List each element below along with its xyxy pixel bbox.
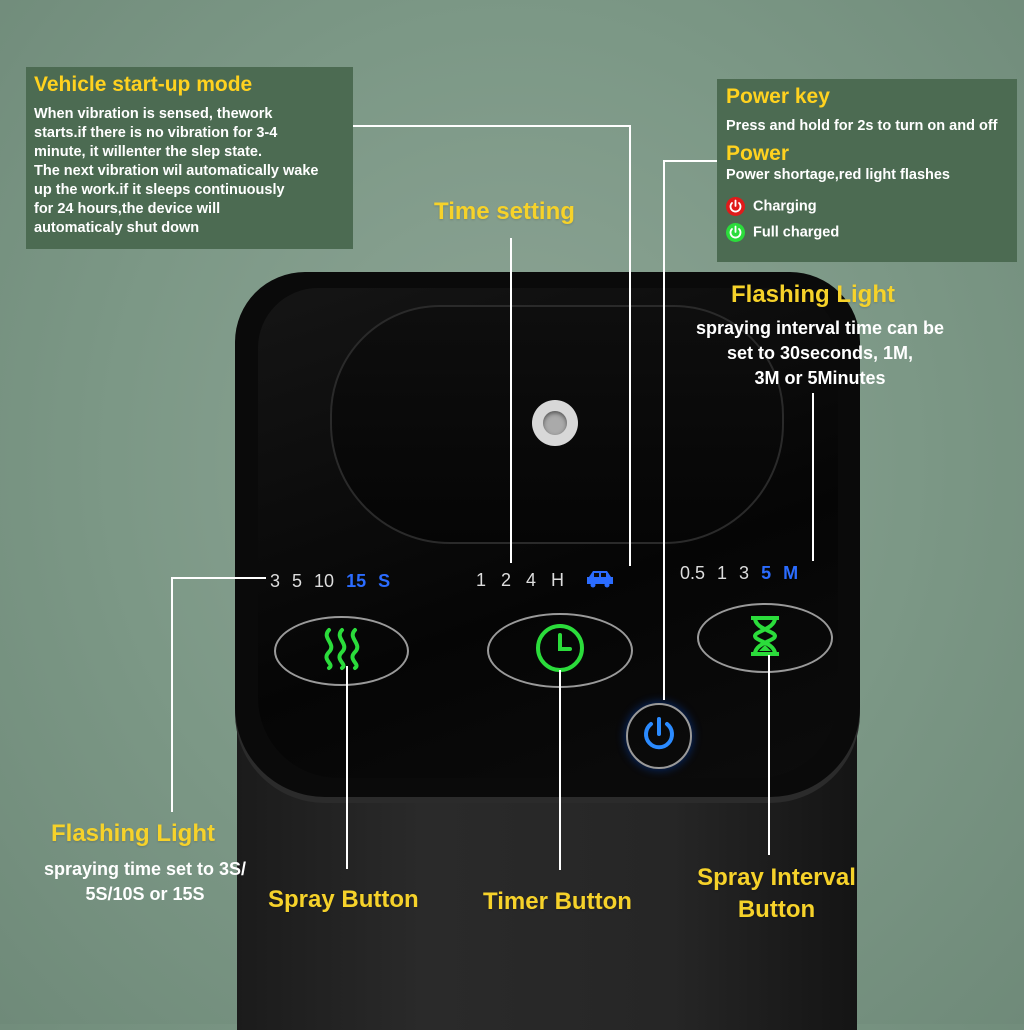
- leader-line-spray-light-v: [171, 577, 173, 812]
- vehicle-mode-line: up the work.if it sleeps continuously: [34, 182, 285, 198]
- spray-interval-button-label: Spray Interval Button: [684, 862, 869, 926]
- spray-interval-label-line: Button: [737, 896, 816, 923]
- interval-description-line: set to 30seconds, 1M,: [726, 343, 914, 363]
- leader-line-interval-button: [768, 655, 770, 855]
- spray-wave-icon: [317, 626, 367, 677]
- spray-button-label: Spray Button: [268, 886, 419, 913]
- leader-line-time-setting: [510, 238, 512, 563]
- interval-scale-0-5: 0.5: [680, 563, 706, 583]
- interval-scale-unit: M: [783, 563, 799, 583]
- vehicle-mode-title: Vehicle start-up mode: [34, 73, 253, 96]
- power-key-description: Press and hold for 2s to turn on and off: [726, 118, 998, 134]
- vehicle-mode-line: starts.if there is no vibration for 3-4: [34, 125, 278, 141]
- power-icon: [639, 714, 679, 759]
- timer-scale-unit: H: [551, 570, 565, 590]
- spray-scale-10: 10: [314, 571, 335, 591]
- interval-flashing-light-title: Flashing Light: [731, 281, 895, 308]
- spray-interval-button[interactable]: [697, 603, 833, 673]
- spray-button[interactable]: [274, 616, 409, 686]
- power-info-panel: Power key Press and hold for 2s to turn …: [717, 79, 1017, 262]
- timer-scale-4: 4: [526, 570, 537, 590]
- interval-flashing-light-description: spraying interval time can be set to 30s…: [670, 316, 970, 391]
- spray-scale-unit: S: [378, 571, 391, 591]
- leader-line-vehicle-h: [353, 125, 630, 127]
- full-charged-status: Full charged: [726, 223, 1008, 243]
- leader-line-timer-button: [559, 670, 561, 870]
- device-lid: [330, 305, 784, 544]
- interval-description-line: spraying interval time can be: [695, 318, 945, 338]
- hourglass-icon: [747, 615, 783, 662]
- interval-scale-1: 1: [717, 563, 728, 583]
- spray-scale-5: 5: [292, 571, 303, 591]
- nozzle-hole: [543, 411, 567, 435]
- interval-scale-3: 3: [739, 563, 750, 583]
- spray-time-scale: 3 5 10 15 S: [270, 571, 390, 592]
- leader-line-spray-button: [346, 666, 348, 869]
- spray-description-line: 5S/10S or 15S: [85, 884, 205, 904]
- vehicle-mode-line: for 24 hours,the device will: [34, 201, 221, 217]
- leader-line-power-v: [663, 160, 665, 700]
- spray-interval-label-line: Spray Interval: [697, 864, 856, 891]
- interval-scale: 0.5 1 3 5 M: [680, 563, 798, 584]
- timer-button-label: Timer Button: [483, 888, 632, 915]
- timer-scale-1: 1: [476, 570, 487, 590]
- interval-scale-5: 5: [761, 563, 772, 583]
- leader-line-vehicle-v: [629, 125, 631, 566]
- power-button[interactable]: [626, 703, 692, 769]
- spray-scale-3: 3: [270, 571, 281, 591]
- leader-line-spray-light-h: [171, 577, 266, 579]
- charging-label: Charging: [753, 198, 817, 215]
- timer-scale: 1 2 4 H: [476, 568, 615, 593]
- car-icon: [585, 568, 615, 593]
- power-key-title: Power key: [726, 85, 830, 108]
- vehicle-mode-line: automaticaly shut down: [34, 220, 200, 236]
- spray-description-line: spraying time set to 3S/: [43, 859, 247, 879]
- interval-description-line: 3M or 5Minutes: [754, 368, 886, 388]
- vehicle-mode-description: When vibration is sensed, thework starts…: [34, 105, 345, 238]
- spray-flashing-light-title: Flashing Light: [51, 820, 215, 847]
- time-setting-label: Time setting: [434, 198, 575, 225]
- power-title: Power: [726, 142, 790, 165]
- leader-line-interval-light: [812, 393, 814, 561]
- power-description: Power shortage,red light flashes: [726, 167, 950, 183]
- timer-scale-2: 2: [501, 570, 512, 590]
- spray-scale-15: 15: [346, 571, 367, 591]
- spray-flashing-light-description: spraying time set to 3S/ 5S/10S or 15S: [10, 857, 280, 907]
- leader-line-power-h: [663, 160, 718, 162]
- charging-status: Charging: [726, 197, 1008, 216]
- full-charged-label: Full charged: [753, 224, 840, 241]
- vehicle-mode-line: The next vibration wil automatically wak…: [34, 163, 319, 179]
- vehicle-mode-line: minute, it willenter the slep state.: [34, 144, 263, 160]
- green-power-icon: [726, 223, 745, 243]
- vehicle-mode-line: When vibration is sensed, thework: [34, 106, 273, 122]
- red-power-icon: [726, 197, 745, 216]
- vehicle-mode-panel: Vehicle start-up mode When vibration is …: [26, 67, 353, 249]
